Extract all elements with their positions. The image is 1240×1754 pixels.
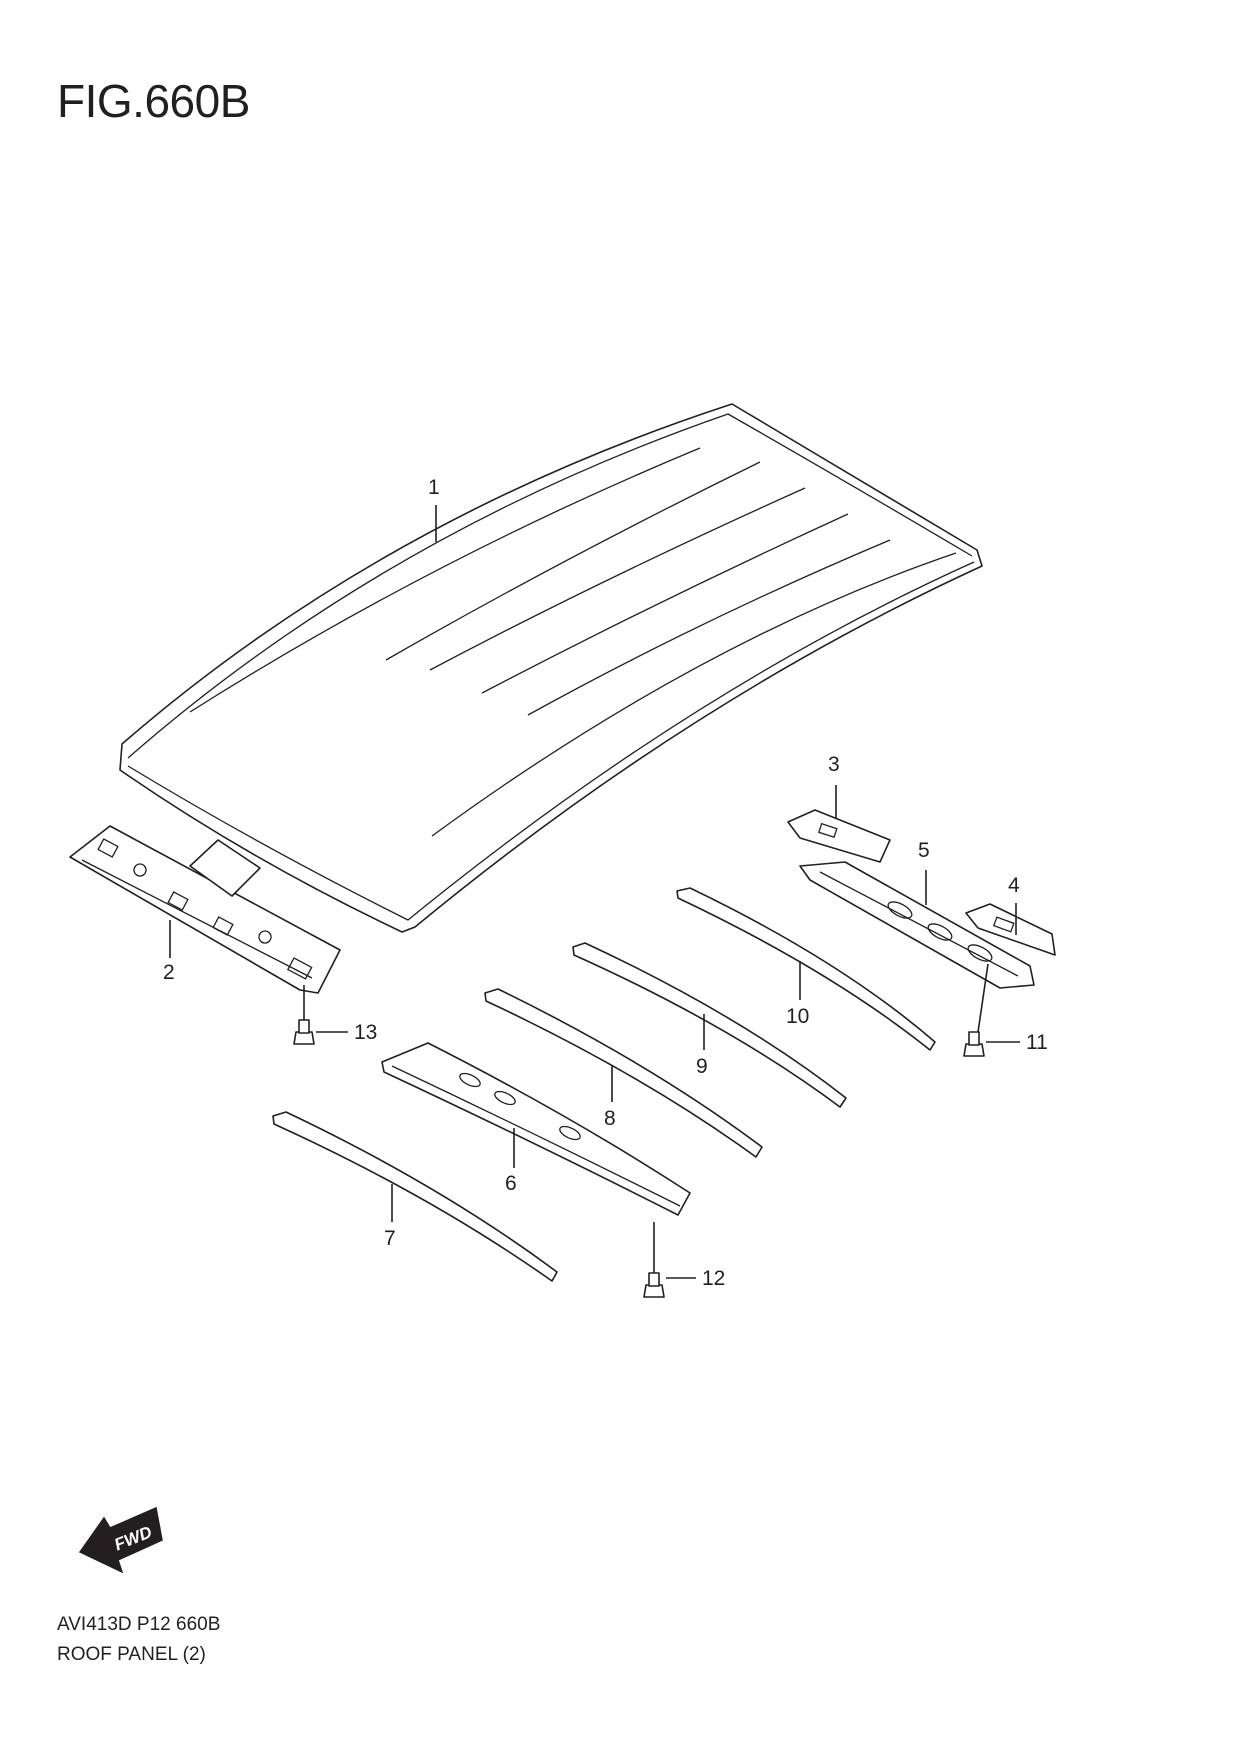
bracket-part-3[interactable] bbox=[787, 809, 891, 863]
callout-1: 1 bbox=[428, 476, 440, 499]
fwd-arrow-icon: FWD bbox=[78, 1506, 163, 1574]
callout-13: 13 bbox=[354, 1021, 377, 1044]
diagram-code: AVI413D P12 660B bbox=[57, 1614, 221, 1635]
roof-bow-part-8[interactable] bbox=[484, 988, 763, 1158]
callout-4: 4 bbox=[1008, 874, 1020, 897]
callout-11: 11 bbox=[1026, 1031, 1048, 1054]
callout-12: 12 bbox=[702, 1267, 725, 1290]
rear-reinforcement-part-5[interactable] bbox=[799, 861, 1035, 989]
callout-6: 6 bbox=[505, 1172, 517, 1195]
callout-2: 2 bbox=[163, 961, 175, 984]
roof-bow-part-10[interactable] bbox=[676, 887, 936, 1051]
figure-title: FIG.660B bbox=[57, 75, 250, 127]
roof-bow-part-9[interactable] bbox=[572, 942, 847, 1108]
bolt-part-11[interactable] bbox=[963, 1031, 985, 1057]
callout-8: 8 bbox=[604, 1107, 616, 1130]
diagram-name: ROOF PANEL (2) bbox=[57, 1644, 206, 1665]
roof-bow-part-6[interactable] bbox=[381, 1042, 691, 1216]
roof-panel-part-1[interactable] bbox=[119, 403, 983, 933]
callout-9: 9 bbox=[696, 1055, 708, 1078]
callout-10: 10 bbox=[786, 1005, 809, 1028]
bolt-part-12[interactable] bbox=[643, 1272, 665, 1298]
callout-5: 5 bbox=[918, 839, 930, 862]
callout-7: 7 bbox=[384, 1227, 396, 1250]
front-header-part-2[interactable] bbox=[69, 825, 341, 994]
callout-3: 3 bbox=[828, 753, 840, 776]
bracket-part-4[interactable] bbox=[965, 903, 1056, 956]
bolt-part-13[interactable] bbox=[293, 1019, 315, 1045]
roof-bow-part-7[interactable] bbox=[272, 1111, 558, 1282]
leader-lines bbox=[169, 505, 1020, 1279]
